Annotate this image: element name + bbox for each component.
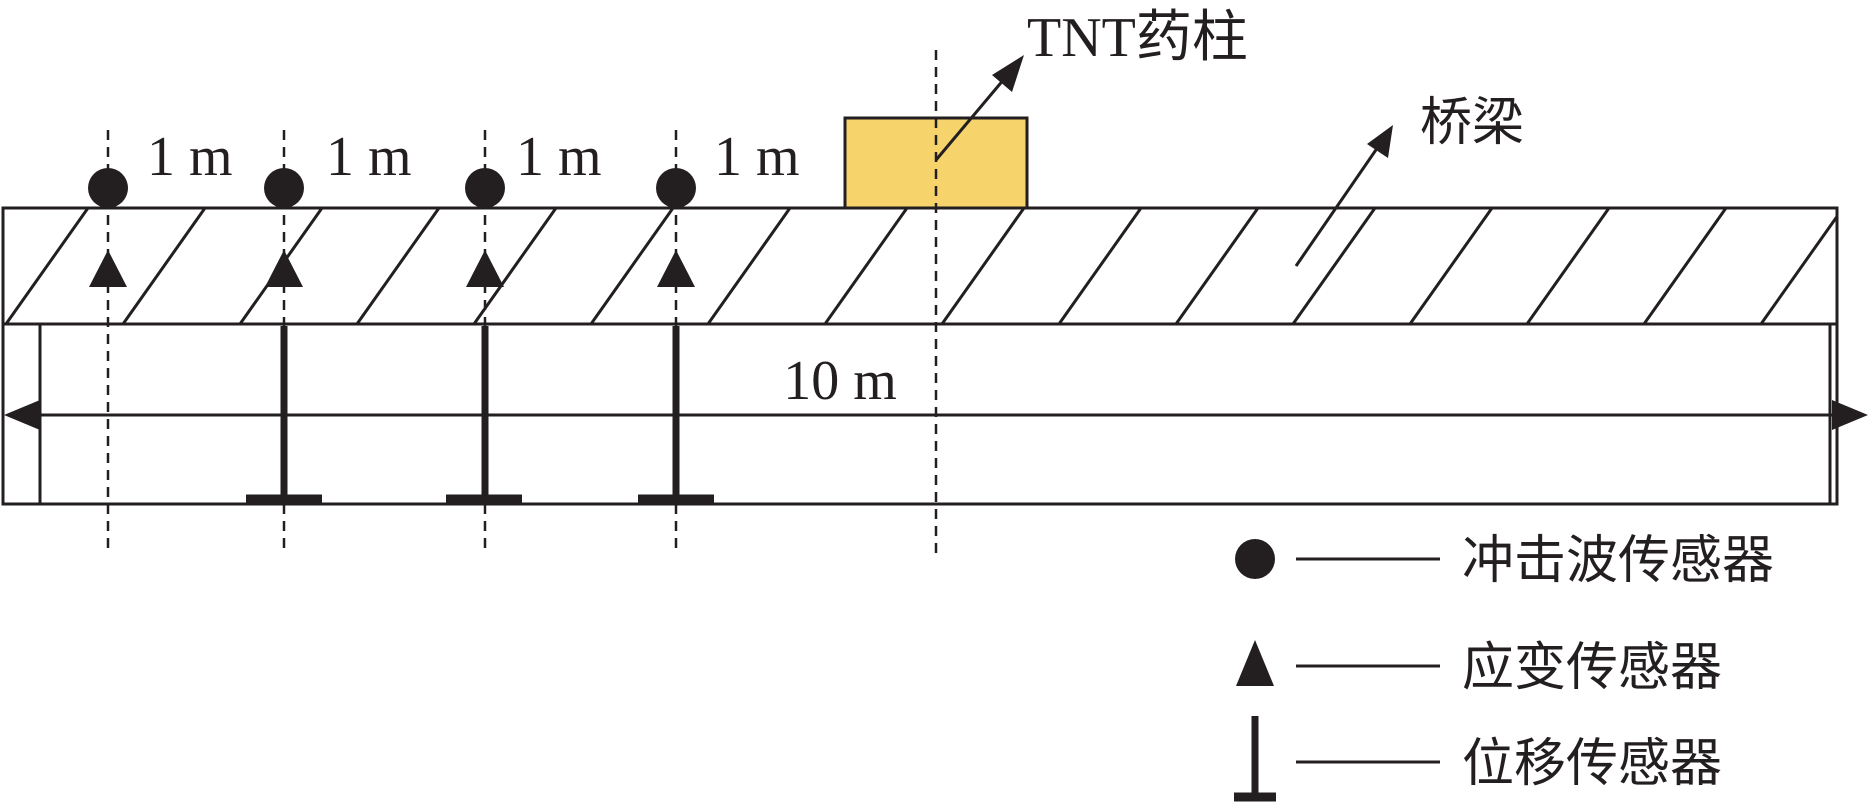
hatch-line <box>823 208 909 324</box>
legend-label-strain: 应变传感器 <box>1462 638 1722 698</box>
hatch-line <box>355 208 441 324</box>
spacing-labels: 1 m 1 m 1 m 1 m <box>147 126 800 188</box>
legend-label-displacement: 位移传感器 <box>1462 734 1722 794</box>
legend-t-bar-icon <box>1234 716 1276 802</box>
hatch-line <box>706 208 792 324</box>
strain-sensor-4 <box>657 250 695 287</box>
legend-item-strain: 应变传感器 <box>1236 638 1722 698</box>
hatch-line <box>472 208 558 324</box>
hatch-line <box>1525 208 1611 324</box>
deck-hatching <box>4 208 1837 324</box>
arrowhead-left-icon <box>4 400 40 430</box>
strain-sensor-3 <box>466 250 504 287</box>
hatch-line <box>1291 208 1377 324</box>
strain-sensor-1 <box>89 250 127 287</box>
hatch-line <box>589 208 675 324</box>
arrowhead-right-icon <box>1832 400 1868 430</box>
hatch-line <box>1057 208 1143 324</box>
displacement-sensor-1 <box>246 326 322 504</box>
bridge-callout: 桥梁 <box>1294 93 1524 267</box>
displacement-sensor-3 <box>638 326 714 504</box>
sensor-guidelines <box>106 130 678 548</box>
shock-sensor-3 <box>465 168 505 208</box>
spacing-label-3: 1 m <box>516 126 602 188</box>
hatch-line <box>4 208 90 324</box>
spacing-label-1: 1 m <box>147 126 233 188</box>
legend-triangle-icon <box>1236 640 1274 686</box>
bridge-deck <box>1 206 1839 326</box>
shock-sensor-1 <box>88 168 128 208</box>
strain-sensor-2 <box>265 250 303 287</box>
callout-arrowhead-icon <box>992 55 1024 92</box>
spacing-label-4: 1 m <box>714 126 800 188</box>
displacement-sensor-2 <box>446 326 522 504</box>
legend-item-shock: 冲击波传感器 <box>1235 531 1774 591</box>
legend-item-displacement: 位移传感器 <box>1234 716 1722 802</box>
hatch-line <box>1759 213 1837 324</box>
shock-sensor-4 <box>656 168 696 208</box>
legend-circle-icon <box>1235 539 1275 579</box>
hatch-line <box>1174 208 1260 324</box>
span-label: 10 m <box>783 350 897 412</box>
displacement-sensors <box>246 326 714 504</box>
shock-sensor-2 <box>264 168 304 208</box>
shock-wave-sensors <box>88 168 696 208</box>
tnt-callout: TNT药柱 <box>934 7 1248 161</box>
tnt-label: TNT药柱 <box>1027 7 1248 69</box>
hatch-line <box>121 208 207 324</box>
spacing-label-2: 1 m <box>326 126 412 188</box>
strain-sensors <box>89 250 695 287</box>
bridge-label: 桥梁 <box>1420 93 1524 153</box>
legend-label-shock: 冲击波传感器 <box>1462 531 1774 591</box>
hatch-line <box>1408 208 1494 324</box>
hatch-line <box>1642 208 1728 324</box>
legend: 冲击波传感器 应变传感器 位移传感器 <box>1234 531 1774 802</box>
hatch-line <box>940 208 1026 324</box>
callout-arrowhead-icon <box>1367 125 1393 158</box>
